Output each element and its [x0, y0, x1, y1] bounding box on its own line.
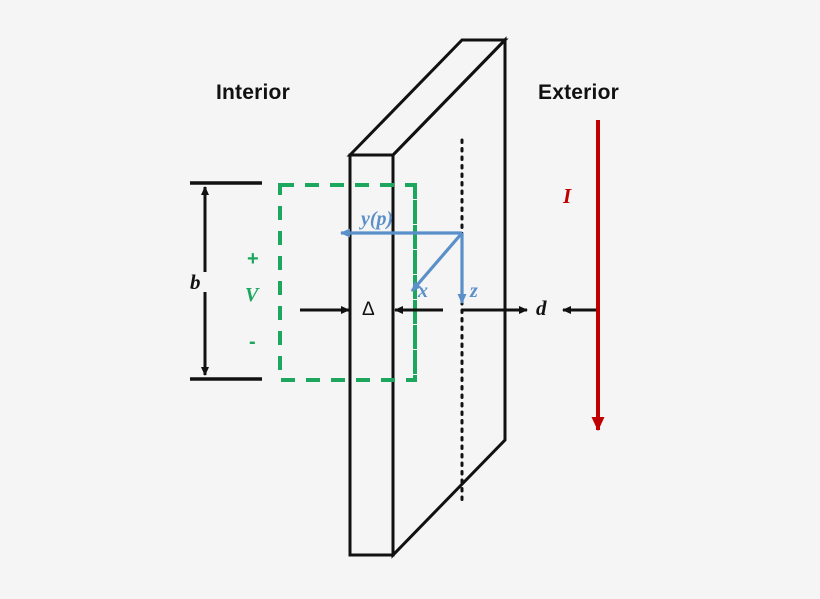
label-polarity-plus: +: [247, 248, 259, 270]
wall-slab-3d: [346, 36, 509, 559]
label-displacement-y: y(p): [361, 208, 394, 230]
label-voltage-V: V: [245, 284, 259, 306]
label-exterior: Exterior: [538, 81, 619, 104]
label-axis-x: x: [418, 280, 428, 302]
label-polarity-minus: -: [249, 331, 256, 353]
label-axis-z: z: [470, 280, 478, 302]
wall-right-face: [391, 36, 507, 559]
label-dimension-b: b: [190, 270, 201, 294]
wall-top-face: [346, 38, 509, 157]
label-interior: Interior: [216, 81, 290, 104]
label-thickness-delta: Δ: [362, 299, 375, 320]
label-current-I: I: [563, 184, 572, 208]
axis-x-arrow: [410, 231, 464, 293]
dimension-b: [190, 181, 262, 381]
green-dashed-region: [278, 183, 417, 382]
blue-vector-group: [340, 228, 467, 304]
label-distance-d: d: [536, 296, 547, 320]
